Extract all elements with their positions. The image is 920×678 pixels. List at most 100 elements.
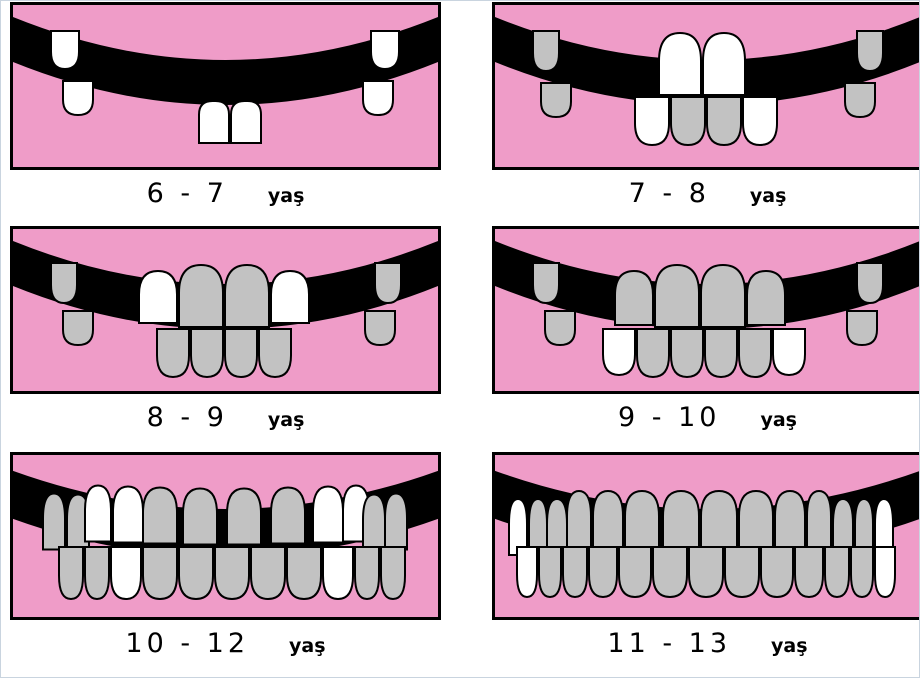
permanent-tooth — [287, 547, 321, 599]
mouth-illustration — [10, 226, 441, 394]
permanent-tooth — [143, 488, 177, 544]
primary-tooth — [271, 271, 309, 323]
primary-tooth — [603, 329, 635, 375]
permanent-tooth — [567, 491, 591, 547]
stage-caption: 6 - 7 yaş — [10, 178, 441, 212]
primary-tooth — [703, 33, 745, 95]
permanent-tooth — [795, 547, 823, 597]
permanent-tooth — [385, 494, 407, 550]
mouth-illustration — [492, 452, 920, 620]
stage-caption: 10 - 12 yaş — [10, 628, 441, 662]
permanent-tooth — [747, 271, 785, 325]
permanent-tooth — [845, 83, 875, 117]
primary-tooth — [773, 329, 805, 375]
permanent-tooth — [701, 265, 745, 327]
permanent-tooth — [191, 329, 223, 377]
permanent-tooth — [663, 491, 699, 547]
mouth-illustration — [10, 2, 441, 170]
permanent-tooth — [157, 329, 189, 377]
primary-tooth — [85, 486, 111, 542]
age-range: 9 - 10 — [618, 402, 720, 433]
permanent-tooth — [539, 547, 561, 597]
permanent-tooth — [851, 547, 873, 597]
permanent-tooth — [215, 547, 249, 599]
stage-caption: 9 - 10 yaş — [492, 402, 920, 436]
permanent-tooth — [271, 488, 305, 544]
stage-caption: 11 - 13 yaş — [492, 628, 920, 662]
permanent-tooth — [825, 547, 849, 597]
permanent-tooth — [541, 83, 571, 117]
permanent-tooth — [365, 311, 395, 345]
age-range: 11 - 13 — [607, 628, 731, 659]
primary-tooth — [313, 487, 343, 543]
permanent-tooth — [355, 547, 379, 599]
primary-tooth — [231, 101, 261, 143]
teeth-drawing — [495, 5, 920, 167]
permanent-tooth — [225, 265, 269, 327]
age-unit: yaş — [268, 409, 305, 431]
permanent-tooth — [59, 547, 83, 599]
primary-tooth — [517, 547, 537, 597]
primary-tooth — [635, 97, 669, 145]
stage-caption: 7 - 8 yaş — [492, 178, 920, 212]
age-range: 10 - 12 — [125, 628, 249, 659]
permanent-tooth — [739, 329, 771, 377]
age-unit: yaş — [750, 185, 787, 207]
permanent-tooth — [739, 491, 773, 547]
permanent-tooth — [225, 329, 257, 377]
permanent-tooth — [85, 547, 109, 599]
permanent-tooth — [857, 31, 883, 71]
permanent-tooth — [375, 263, 401, 303]
teeth-drawing — [495, 229, 920, 391]
teeth-drawing — [495, 455, 920, 617]
permanent-tooth — [259, 329, 291, 377]
permanent-tooth — [637, 329, 669, 377]
permanent-tooth — [615, 271, 653, 325]
primary-tooth — [743, 97, 777, 145]
age-range: 6 - 7 — [147, 178, 228, 209]
primary-tooth — [363, 81, 393, 115]
permanent-tooth — [847, 311, 877, 345]
age-unit: yaş — [268, 185, 305, 207]
primary-tooth — [371, 31, 399, 69]
permanent-tooth — [653, 547, 687, 597]
primary-tooth — [111, 547, 141, 599]
permanent-tooth — [143, 547, 177, 599]
mouth-illustration — [10, 452, 441, 620]
permanent-tooth — [227, 489, 261, 545]
permanent-tooth — [625, 491, 659, 547]
primary-tooth — [63, 81, 93, 115]
permanent-tooth — [533, 31, 559, 71]
primary-tooth — [139, 271, 177, 323]
permanent-tooth — [655, 265, 699, 327]
permanent-tooth — [363, 495, 385, 551]
permanent-tooth — [707, 97, 741, 145]
permanent-tooth — [775, 491, 805, 547]
permanent-tooth — [593, 491, 623, 547]
permanent-tooth — [381, 547, 405, 599]
permanent-tooth — [43, 494, 65, 550]
primary-tooth — [113, 487, 143, 543]
teeth-drawing — [13, 229, 438, 391]
permanent-tooth — [619, 547, 651, 597]
permanent-tooth — [671, 329, 703, 377]
permanent-tooth — [251, 547, 285, 599]
permanent-tooth — [183, 489, 217, 545]
teeth-drawing — [13, 455, 438, 617]
teeth-drawing — [13, 5, 438, 167]
permanent-tooth — [857, 263, 883, 303]
mouth-illustration — [492, 2, 920, 170]
permanent-tooth — [563, 547, 587, 597]
age-unit: yaş — [771, 635, 808, 657]
permanent-tooth — [701, 491, 737, 547]
permanent-tooth — [179, 547, 213, 599]
permanent-tooth — [705, 329, 737, 377]
permanent-tooth — [533, 263, 559, 303]
primary-tooth — [875, 547, 895, 597]
permanent-tooth — [689, 547, 723, 597]
permanent-tooth — [807, 491, 831, 547]
permanent-tooth — [725, 547, 759, 597]
age-range: 8 - 9 — [147, 402, 228, 433]
mouth-illustration — [492, 226, 920, 394]
